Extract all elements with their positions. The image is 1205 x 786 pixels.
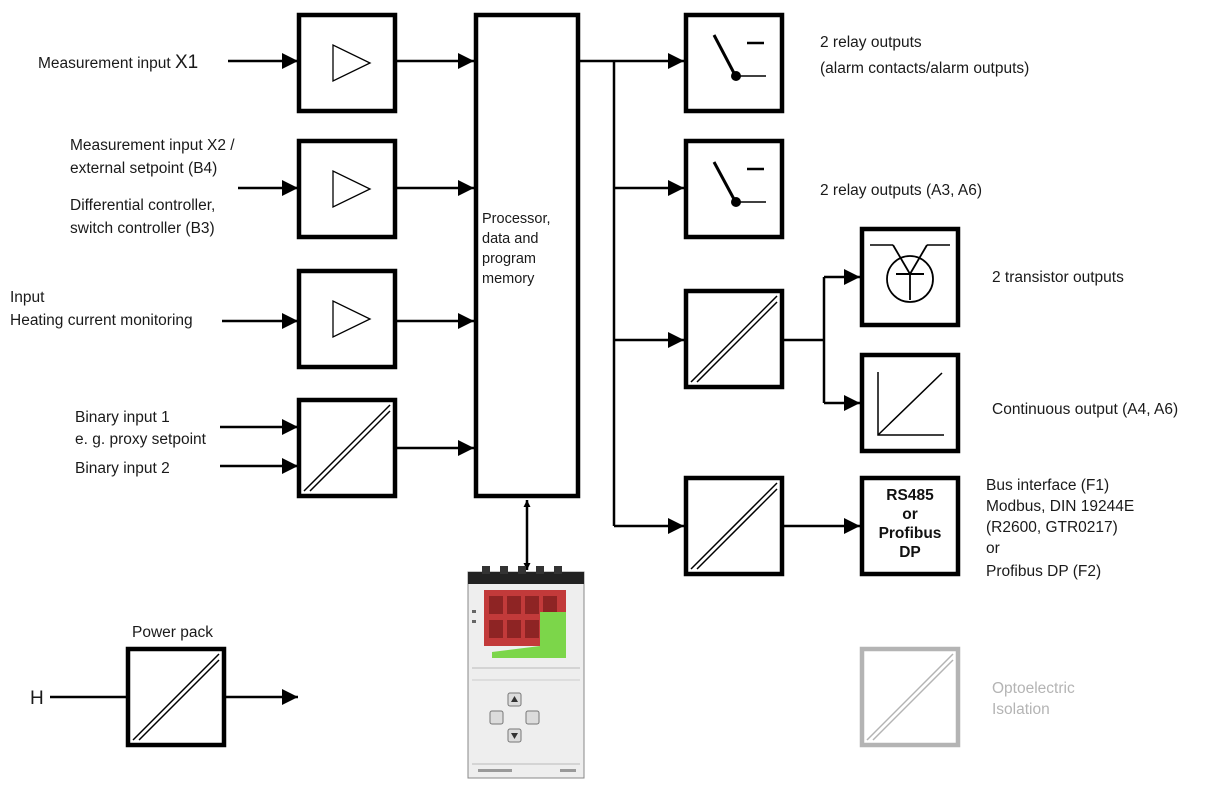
controller-device-image — [467, 566, 585, 779]
power-input-h-label: H — [30, 688, 44, 709]
amplifier-icon — [332, 299, 372, 339]
modbus-label: Modbus, DIN 19244E — [986, 498, 1134, 515]
input-arrows — [220, 53, 298, 474]
input-label: Input — [10, 289, 45, 306]
external-setpoint-label: external setpoint (B4) — [70, 160, 217, 177]
processor-label-line4: memory — [482, 271, 535, 287]
proxy-setpoint-label: e. g. proxy setpoint — [75, 431, 207, 448]
relay-block-1 — [683, 12, 785, 114]
modbus-variants-label: (R2600, GTR0217) — [986, 519, 1118, 536]
analog-branch-lines — [784, 269, 860, 534]
relay-switch-icon — [712, 34, 737, 76]
amplifier-block-x2 — [296, 138, 398, 240]
continuous-output-block — [859, 352, 961, 454]
bus-interface-block: RS485 or Profibus DP — [859, 475, 961, 577]
bus-box-line3: Profibus — [879, 525, 942, 542]
relay-outputs-a3-a6-label: 2 relay outputs (A3, A6) — [820, 182, 982, 199]
isolation-block-bus — [683, 475, 785, 577]
transistor-icon — [886, 255, 934, 303]
bus-interface-label: Bus interface (F1) — [986, 477, 1109, 494]
isolation-icon — [690, 482, 778, 570]
relay-block-2 — [683, 138, 785, 240]
measurement-input-x1-label: Measurement input X1 — [38, 52, 198, 73]
relay-switch-icon — [712, 161, 737, 202]
amplifier-icon — [332, 169, 372, 209]
processor-block: Processor, data and program memory — [473, 12, 581, 499]
output-bus-lines — [580, 53, 684, 534]
binary-input-2-label: Binary input 2 — [75, 460, 170, 477]
processor-label-line3: program — [482, 251, 536, 267]
isolation-icon — [132, 653, 220, 741]
relay-outputs-label: 2 relay outputs — [820, 34, 922, 51]
power-pack-label: Power pack — [132, 624, 213, 641]
device-right-key — [525, 710, 540, 725]
profibus-label: Profibus DP (F2) — [986, 563, 1101, 580]
isolation-icon — [690, 295, 778, 383]
optoelectric-isolation-legend-symbol — [859, 646, 961, 748]
alarm-contacts-label: (alarm contacts/alarm outputs) — [820, 60, 1029, 77]
isolation-block-analog — [683, 288, 785, 390]
bus-box-line4: DP — [899, 544, 921, 561]
transistor-block — [859, 226, 961, 328]
amplifier-icon — [332, 43, 372, 83]
processor-label-line2: data and — [482, 231, 538, 247]
isolation-block-binary — [296, 397, 398, 499]
bus-box-line2: or — [902, 506, 918, 523]
measurement-input-x2-label: Measurement input X2 / — [70, 137, 235, 154]
transistor-outputs-label: 2 transistor outputs — [992, 269, 1124, 286]
legend-label-line1: Optoelectric — [992, 680, 1075, 697]
device-left-key — [489, 710, 504, 725]
differential-controller-label: Differential controller, — [70, 197, 215, 214]
isolation-icon — [303, 404, 391, 492]
bus-box-line1: RS485 — [886, 487, 934, 504]
amplifier-block-x1 — [296, 12, 398, 114]
block-to-processor-arrows — [397, 53, 474, 456]
switch-controller-label: switch controller (B3) — [70, 220, 215, 237]
binary-input-1-label: Binary input 1 — [75, 409, 170, 426]
legend-label-line2: Isolation — [992, 701, 1050, 718]
power-pack-block — [125, 646, 227, 748]
continuous-output-label: Continuous output (A4, A6) — [992, 401, 1178, 418]
or-label: or — [986, 540, 1000, 557]
processor-label-line1: Processor, — [482, 211, 551, 227]
amplifier-block-heating — [296, 268, 398, 370]
heating-current-monitoring-label: Heating current monitoring — [10, 312, 193, 329]
